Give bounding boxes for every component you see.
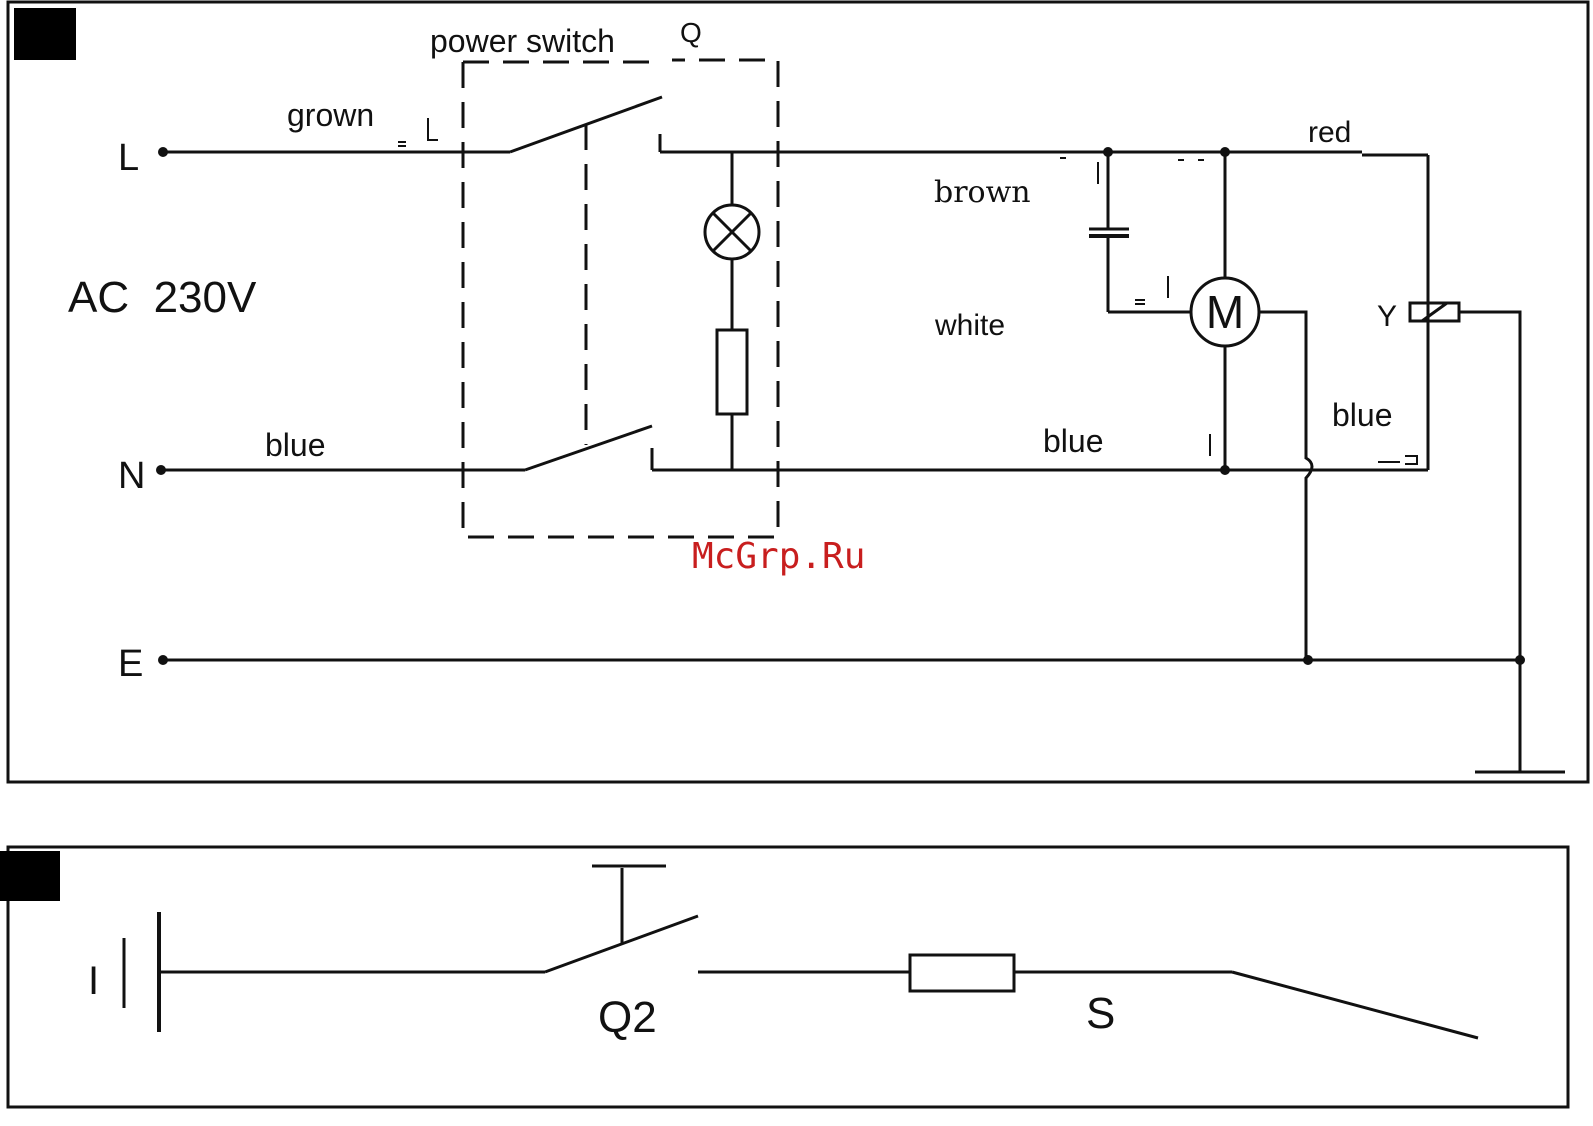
switch-blade-n: [525, 426, 652, 470]
switch-tag-label: Q: [680, 17, 702, 48]
wire-label-white: white: [934, 309, 1005, 342]
source-label: I: [88, 959, 99, 1003]
supply-voltage-label: AC 230V: [68, 273, 257, 322]
section-marker-icon: [14, 8, 76, 60]
terminal-n-label: N: [118, 455, 145, 497]
watermark-text: McGrp.Ru: [692, 536, 865, 577]
resistor-icon: [910, 955, 1014, 991]
terminal-l-label: L: [118, 137, 139, 179]
junction-earth-motor: [1305, 657, 1312, 664]
battery-icon: [124, 912, 159, 1032]
motor-earth-wire: [1259, 312, 1312, 660]
sensor-s-label: S: [1086, 989, 1115, 1038]
wire-label-blue-mid: blue: [1043, 423, 1104, 459]
junction-earth-valve: [1517, 657, 1524, 664]
resistor-icon: [717, 330, 747, 414]
wire-label-blue-n: blue: [265, 427, 326, 463]
terminal-marks: [398, 118, 1417, 464]
wire-label-red: red: [1308, 116, 1351, 149]
lamp-icon: [705, 205, 759, 259]
wire-label-grown: grown: [287, 97, 374, 133]
sensor-switch-blade: [1232, 972, 1478, 1038]
capacitor-icon: [1089, 229, 1129, 236]
push-switch-icon: [545, 866, 698, 972]
bottom-panel-frame: [8, 847, 1568, 1107]
valve-label: Y: [1377, 300, 1397, 333]
valve-earth-wire: [1459, 312, 1520, 772]
terminal-e-label: E: [118, 643, 143, 685]
motor-label: M: [1206, 286, 1244, 338]
wire-label-blue-right: blue: [1332, 397, 1393, 433]
switch-q2-label: Q2: [598, 993, 657, 1042]
solenoid-icon: [1410, 303, 1459, 321]
power-switch-label: power switch: [430, 23, 615, 59]
wire-label-brown: brown: [934, 175, 1031, 210]
section-marker-icon: [0, 851, 60, 901]
